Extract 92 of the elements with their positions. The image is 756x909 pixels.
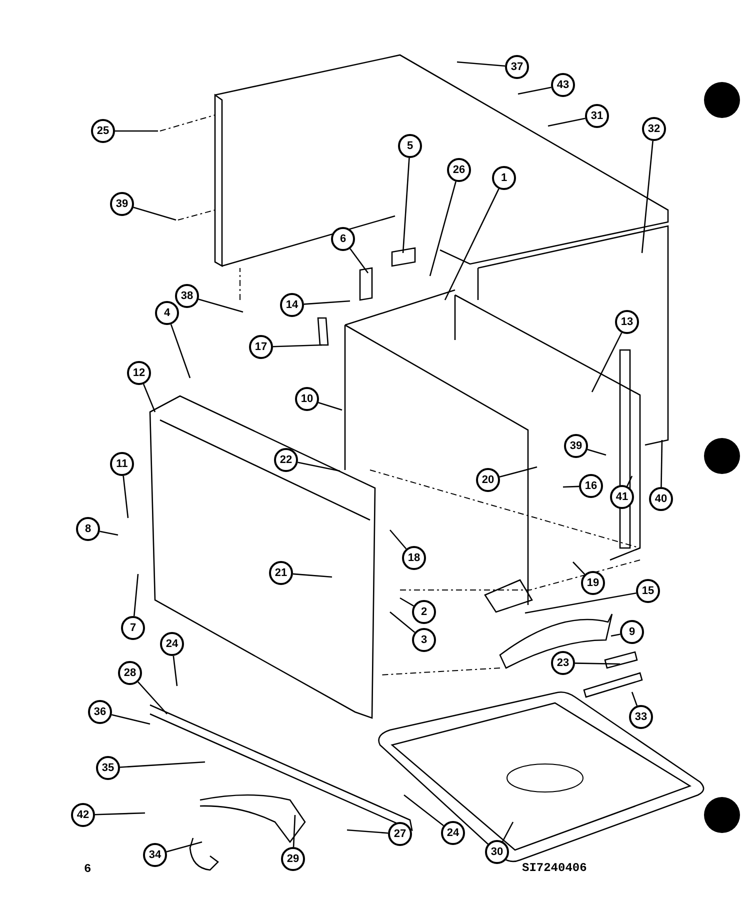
callout-number: 22 xyxy=(274,448,298,472)
leader-line xyxy=(518,86,552,95)
callout-number: 43 xyxy=(551,73,575,97)
leader-line xyxy=(402,158,410,254)
callout-number: 7 xyxy=(121,616,145,640)
leader-line xyxy=(100,530,118,536)
leader-line xyxy=(170,324,191,378)
callout-number: 11 xyxy=(110,452,134,476)
leader-line xyxy=(198,298,244,313)
callout-number: 39 xyxy=(110,192,134,216)
callout-number: 16 xyxy=(579,474,603,498)
leader-line xyxy=(292,814,296,848)
leader-line xyxy=(587,448,606,456)
callout-number: 37 xyxy=(505,55,529,79)
callout-number: 41 xyxy=(610,485,634,509)
callout-number: 21 xyxy=(269,561,293,585)
leader-line xyxy=(660,440,663,488)
callout-number: 30 xyxy=(485,840,509,864)
callout-number: 38 xyxy=(175,284,199,308)
callout-number: 40 xyxy=(649,487,673,511)
leader-line xyxy=(499,466,538,478)
callout-number: 4 xyxy=(155,301,179,325)
callout-number: 42 xyxy=(71,803,95,827)
leader-line xyxy=(122,476,129,518)
leader-line xyxy=(166,841,202,852)
callout-number: 3 xyxy=(412,628,436,652)
callout-number: 29 xyxy=(281,847,305,871)
leader-line xyxy=(318,402,342,411)
leader-line xyxy=(548,118,586,127)
callout-number: 28 xyxy=(118,661,142,685)
callout-number: 34 xyxy=(143,843,167,867)
callout-number: 6 xyxy=(331,227,355,251)
leader-line xyxy=(172,656,178,686)
leader-line xyxy=(272,344,322,348)
callout-number: 2 xyxy=(412,600,436,624)
callout-number: 25 xyxy=(91,119,115,143)
leader-line xyxy=(133,206,176,221)
callout-number: 20 xyxy=(476,468,500,492)
callout-number: 17 xyxy=(249,335,273,359)
leader-line xyxy=(133,574,139,616)
leader-line xyxy=(404,794,444,826)
leader-line xyxy=(631,692,638,706)
leader-line xyxy=(298,462,340,472)
callout-number: 24 xyxy=(441,821,465,845)
leader-line xyxy=(610,634,620,637)
callout-number: 31 xyxy=(585,104,609,128)
leader-line xyxy=(574,662,620,665)
leader-line xyxy=(292,573,332,578)
callout-number: 32 xyxy=(642,117,666,141)
leader-line xyxy=(591,332,622,392)
leader-line xyxy=(502,822,514,842)
leader-line xyxy=(142,384,156,412)
leader-line xyxy=(138,681,168,714)
leader-line xyxy=(626,476,633,486)
callout-number: 36 xyxy=(88,700,112,724)
callout-number: 18 xyxy=(402,546,426,570)
callout-number: 27 xyxy=(388,822,412,846)
callout-number: 39 xyxy=(564,434,588,458)
leader-line xyxy=(120,761,206,768)
callout-number: 10 xyxy=(295,387,319,411)
leader-line xyxy=(390,612,416,633)
callout-number: 33 xyxy=(629,705,653,729)
callout-number: 19 xyxy=(581,571,605,595)
callout-number: 35 xyxy=(96,756,120,780)
leader-line xyxy=(562,486,580,488)
leader-line xyxy=(572,562,586,575)
leader-line xyxy=(429,181,456,276)
callout-number: 12 xyxy=(127,361,151,385)
callout-number: 13 xyxy=(615,310,639,334)
leader-line xyxy=(304,300,350,305)
leader-line xyxy=(641,140,654,254)
leader-line xyxy=(115,130,158,132)
callout-number: 15 xyxy=(636,579,660,603)
callout-number: 23 xyxy=(551,651,575,675)
callout-number: 1 xyxy=(492,166,516,190)
drawing-number: SI7240406 xyxy=(522,861,587,875)
page-number: 6 xyxy=(84,862,92,876)
leader-line xyxy=(400,597,414,607)
leader-line xyxy=(524,592,636,614)
leader-line xyxy=(346,829,388,834)
callout-number: 24 xyxy=(160,632,184,656)
leader-line xyxy=(350,248,369,274)
callout-number: 8 xyxy=(76,517,100,541)
leader-line xyxy=(444,188,500,300)
leader-line xyxy=(112,714,150,725)
leader-line xyxy=(94,812,146,816)
callout-number: 9 xyxy=(620,620,644,644)
leader-line xyxy=(390,530,407,550)
callout-number: 26 xyxy=(447,158,471,182)
callout-number: 14 xyxy=(280,293,304,317)
callout-number: 5 xyxy=(398,134,422,158)
leader-line xyxy=(456,61,506,67)
